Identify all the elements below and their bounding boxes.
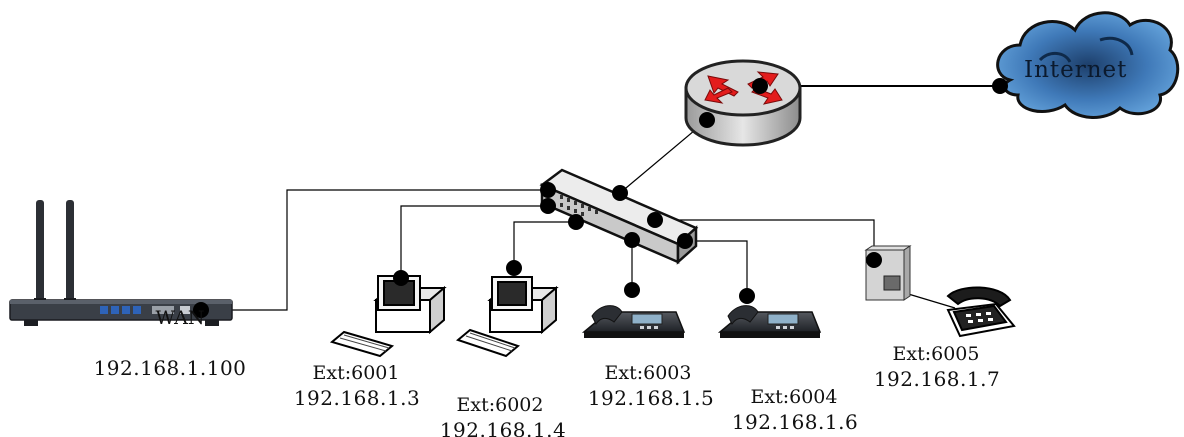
gateway-ip-label: 192.168.1.100 [93,356,247,380]
cloud-icon [996,11,1180,119]
endpoint-5-ip-label: 192.168.1.7 [873,367,1001,391]
link-switch-gateway [201,189,548,311]
ip-phone-icon-1 [581,305,686,338]
link-switch-phone2 [685,240,748,296]
endpoint-2-ip-label: 192.168.1.4 [439,418,567,437]
internet-label: Internet [1024,57,1128,83]
endpoint-4-ext-label: Ext:6004 [750,386,838,408]
endpoint-1-ext-label: Ext:6001 [312,362,400,384]
wireless-gateway-icon [9,200,233,326]
endpoint-4-ip-label: 192.168.1.6 [731,410,859,434]
endpoint-3-ext-label: Ext:6003 [604,362,692,384]
endpoint-1-ip-label: 192.168.1.3 [293,386,421,410]
link-switch-pc1 [400,205,548,278]
endpoint-5-ext-label: Ext:6005 [892,343,980,365]
connection-points [193,78,1008,318]
switch-icon [539,168,699,265]
ata-with-analog-phone-icon [864,245,1016,338]
ip-phone-icon-2 [717,305,822,338]
endpoint-2-ext-label: Ext:6002 [456,394,544,416]
router-icon [684,59,802,147]
endpoint-3-ip-label: 192.168.1.5 [587,386,715,410]
gateway-port-label: WAN [155,307,205,329]
link-switch-pc2 [513,221,576,268]
desktop-computer-icon-1 [329,275,447,358]
desktop-computer-icon-2 [455,276,559,358]
analog-phone-icon [946,286,1016,338]
link-ata-phone [904,292,956,309]
